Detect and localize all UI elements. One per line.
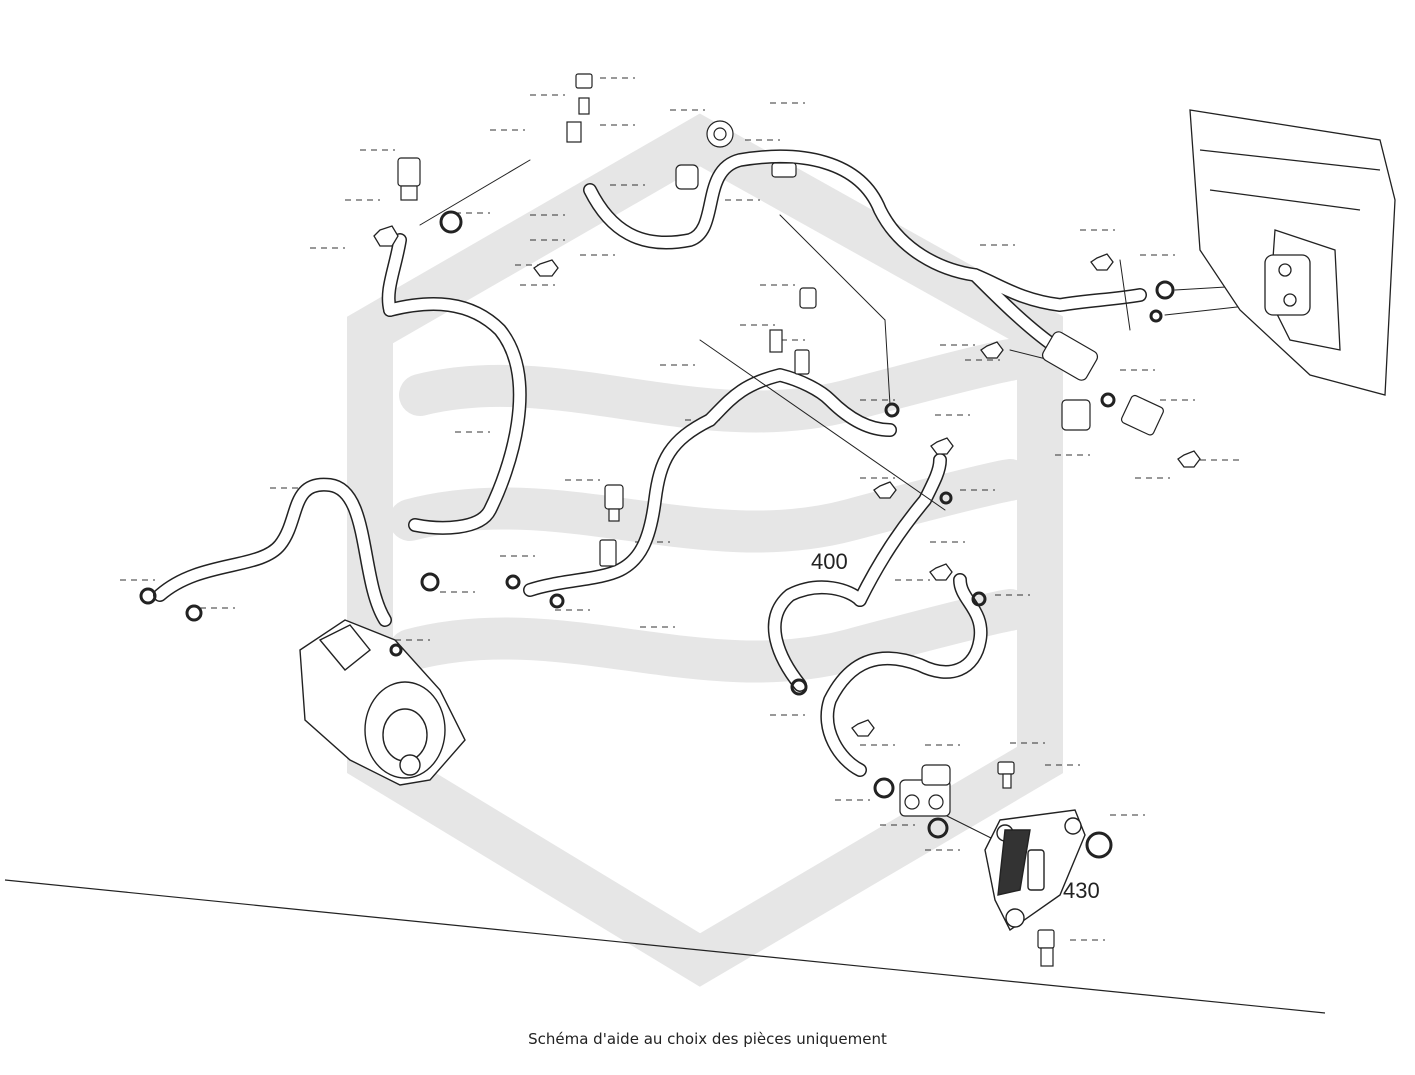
hvac-housing[interactable] xyxy=(1189,109,1396,396)
o-ring[interactable] xyxy=(549,593,565,609)
o-ring[interactable] xyxy=(939,491,953,505)
o-ring[interactable] xyxy=(505,574,521,590)
hex-nut[interactable] xyxy=(929,563,953,581)
diagram-caption: Schéma d'aide au choix des pièces unique… xyxy=(528,1030,887,1048)
pressure-sensor-mid[interactable] xyxy=(599,484,624,567)
hex-nut[interactable] xyxy=(930,437,954,455)
o-ring[interactable] xyxy=(139,587,157,605)
hex-nut[interactable] xyxy=(980,341,1004,359)
temperature-sensor-right[interactable] xyxy=(1120,394,1164,436)
bolt[interactable] xyxy=(997,761,1015,789)
expansion-block[interactable] xyxy=(984,809,1086,932)
expansion-valve-small[interactable] xyxy=(899,764,951,817)
hex-nut[interactable] xyxy=(533,259,559,277)
clip-bracket[interactable] xyxy=(675,162,797,190)
reference-line xyxy=(4,879,1326,1014)
hex-nut[interactable] xyxy=(873,481,897,499)
leader-dashes xyxy=(120,77,1240,941)
o-ring[interactable] xyxy=(1149,309,1163,323)
o-ring[interactable] xyxy=(1155,280,1175,300)
valve-cap-top[interactable] xyxy=(566,73,593,143)
o-rings xyxy=(139,210,1175,859)
valve-cap-mid[interactable] xyxy=(769,287,817,375)
ac-pipes xyxy=(153,149,1261,841)
o-ring[interactable] xyxy=(389,643,403,657)
bottom-sensor[interactable] xyxy=(1037,929,1055,967)
o-ring[interactable] xyxy=(185,604,203,622)
callout-400: 400 xyxy=(811,549,848,574)
solenoid-valve[interactable] xyxy=(1040,330,1099,431)
o-ring[interactable] xyxy=(873,777,895,799)
sensor-parts xyxy=(397,73,1164,967)
service-port-cap[interactable] xyxy=(706,120,734,148)
hex-nut[interactable] xyxy=(373,225,399,247)
o-ring[interactable] xyxy=(1100,392,1116,408)
hex-nut[interactable] xyxy=(1177,450,1201,468)
callout-430: 430 xyxy=(1063,878,1100,903)
hex-nut[interactable] xyxy=(1090,253,1114,271)
nuts xyxy=(373,225,1201,737)
o-ring[interactable] xyxy=(884,402,900,418)
o-ring[interactable] xyxy=(420,572,440,592)
o-ring[interactable] xyxy=(439,210,463,234)
ac-compressor[interactable] xyxy=(299,619,466,786)
o-ring[interactable] xyxy=(927,817,949,839)
o-ring[interactable] xyxy=(1085,831,1113,859)
pressure-sensor-top-left[interactable] xyxy=(397,157,421,201)
hex-nut[interactable] xyxy=(851,719,875,737)
o-ring[interactable] xyxy=(971,591,987,607)
o-ring[interactable] xyxy=(790,678,808,696)
